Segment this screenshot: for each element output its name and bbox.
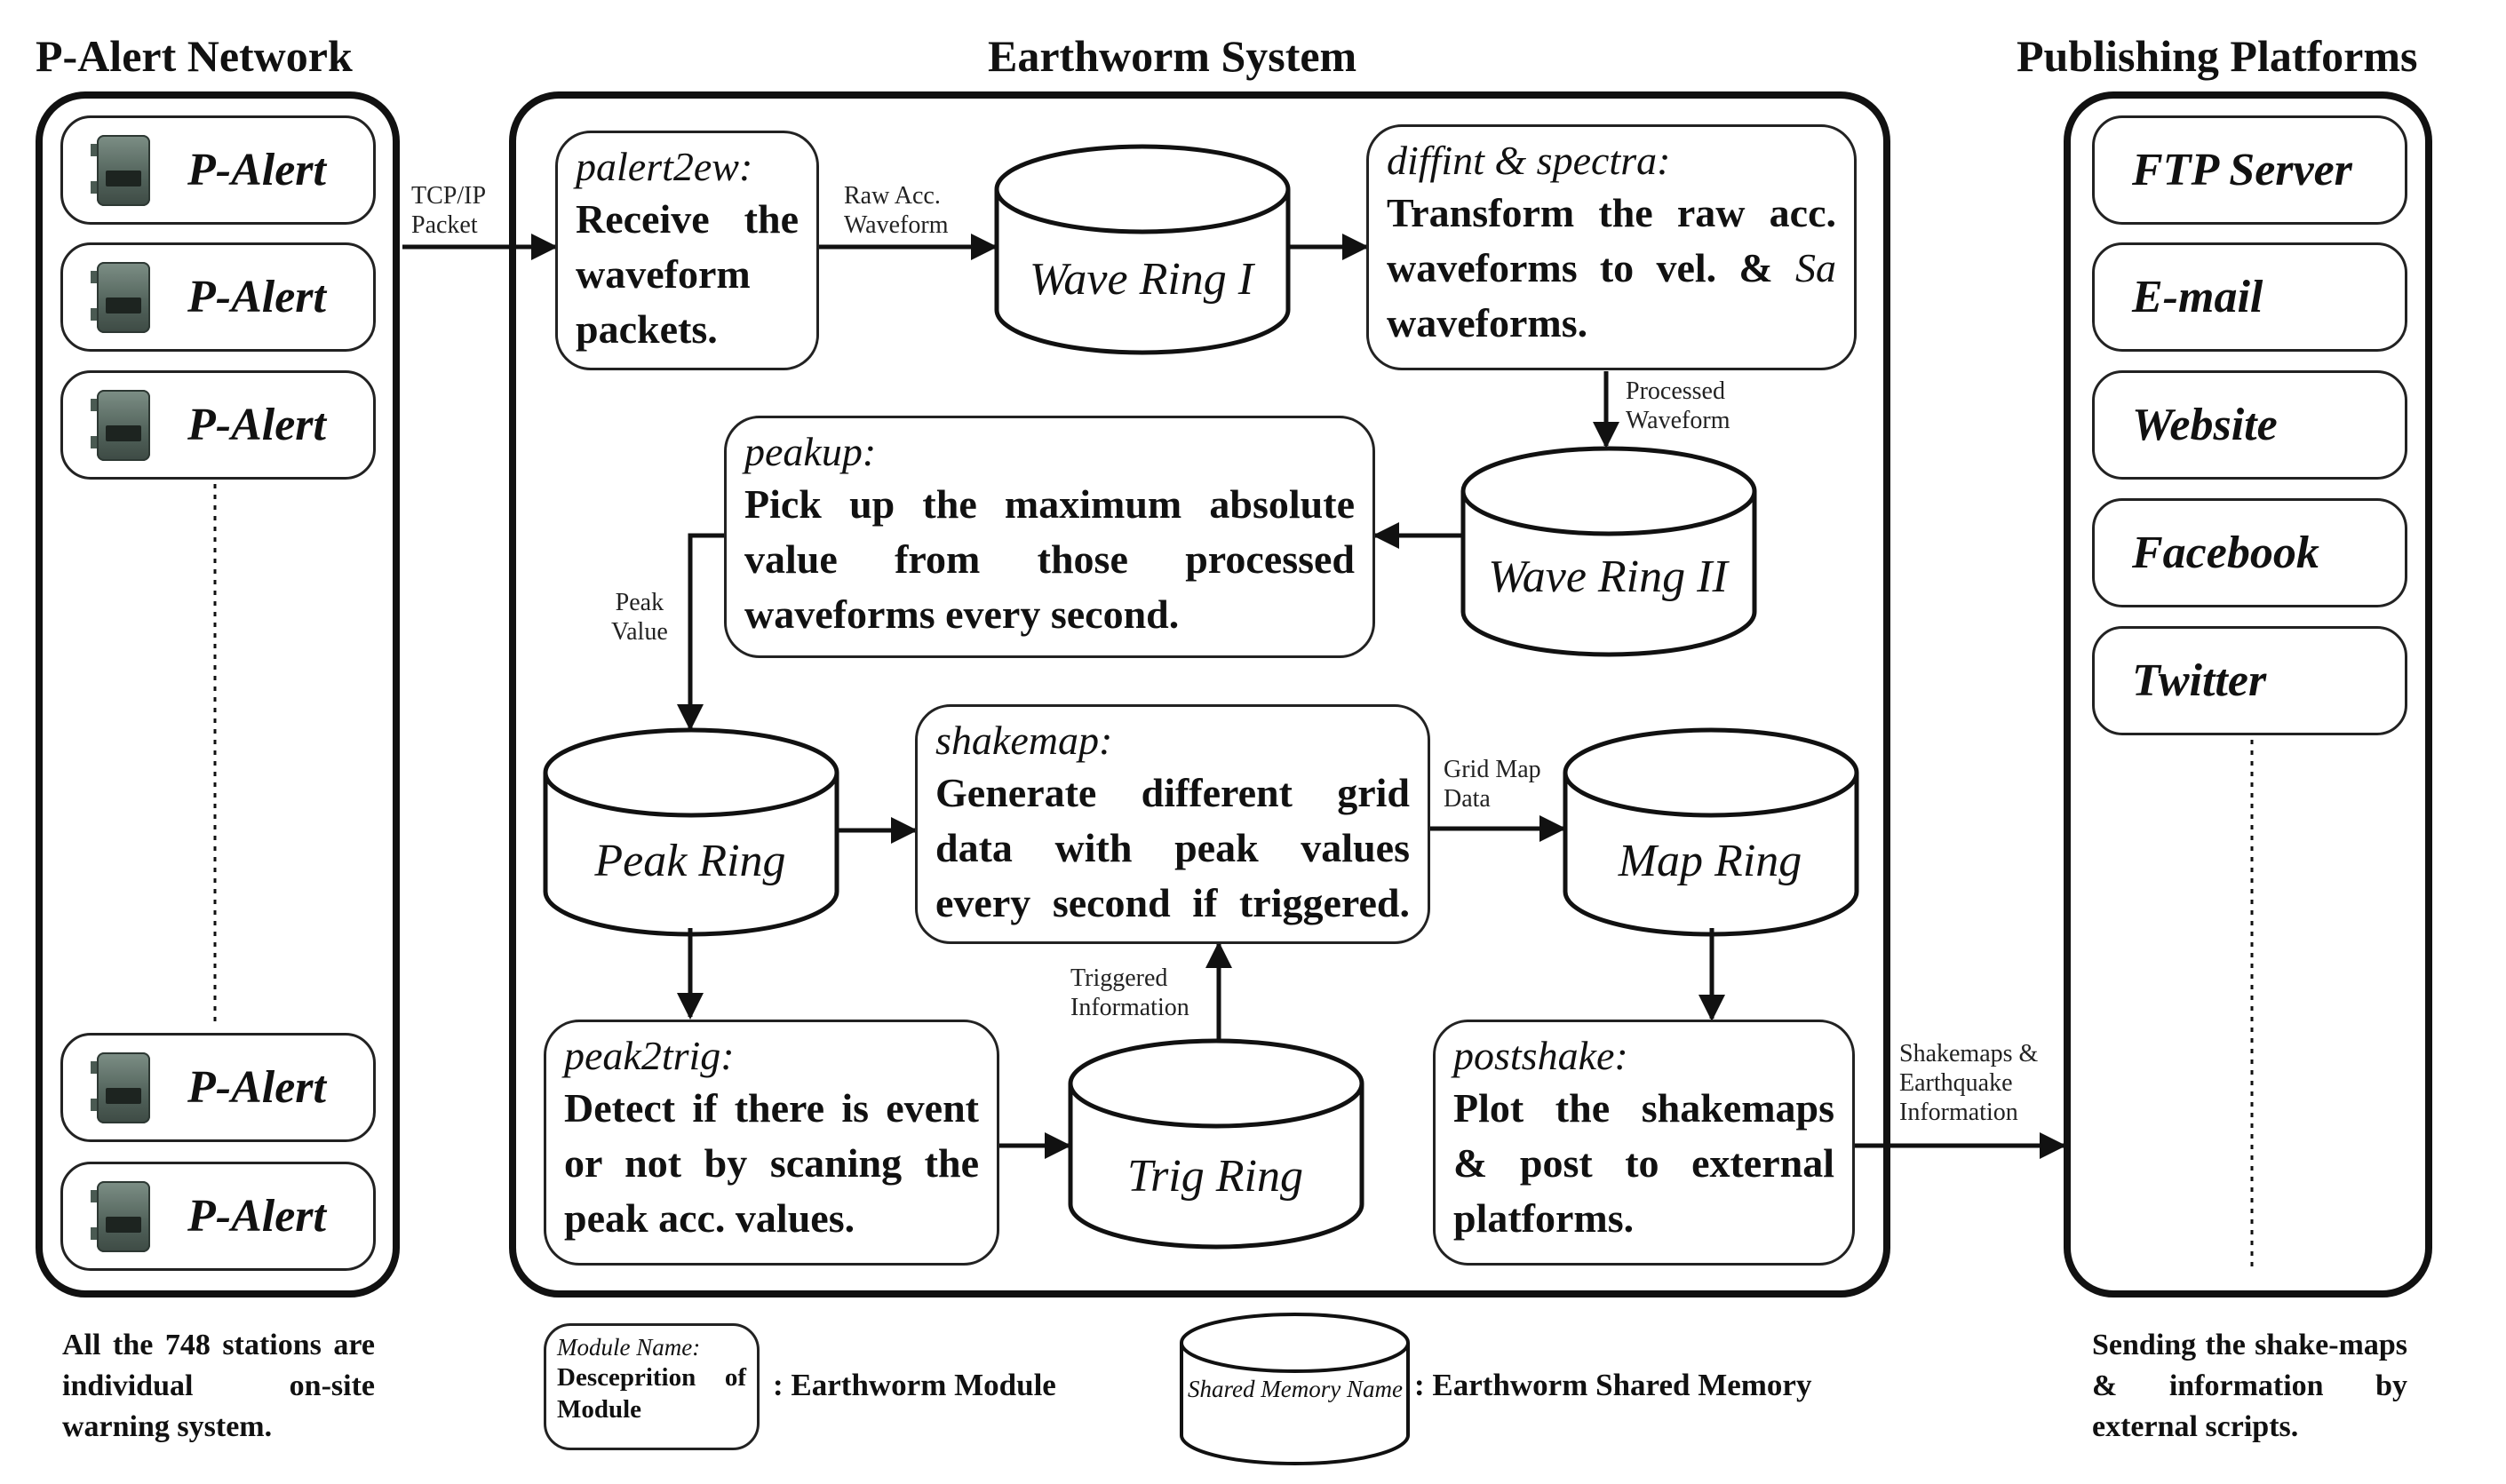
module-description: Detect if there is event or not by scani… bbox=[564, 1085, 979, 1241]
module-peak2trig: peak2trig: Detect if there is event or n… bbox=[544, 1020, 999, 1266]
palert-device-icon bbox=[91, 261, 150, 333]
module-name: shakemap: bbox=[935, 718, 1113, 763]
platform-twitter: Twitter bbox=[2092, 626, 2407, 735]
module-diffint-spectra: diffint & spectra: Transform the raw acc… bbox=[1366, 124, 1857, 370]
palert-device-icon bbox=[91, 389, 150, 461]
legend-memory-label: : Earthworm Shared Memory bbox=[1414, 1368, 1812, 1402]
module-description: Pick up the maximum absolute value from … bbox=[744, 481, 1355, 637]
legend-module-name: Module Name: bbox=[557, 1334, 701, 1361]
module-name: postshake: bbox=[1453, 1033, 1628, 1078]
wave-ring-2-label: Wave Ring II bbox=[1488, 552, 1728, 602]
module-description: Plot the shakemaps & post to external pl… bbox=[1453, 1085, 1834, 1241]
cylinder-top bbox=[1563, 727, 1859, 818]
station-label: P-Alert bbox=[187, 400, 326, 450]
platform-ftp-server: FTP Server bbox=[2092, 115, 2407, 225]
trig-ring-label: Trig Ring bbox=[1127, 1151, 1303, 1202]
module-postshake: postshake: Plot the shakemaps & post to … bbox=[1433, 1020, 1855, 1266]
cylinder-body bbox=[994, 189, 1291, 355]
module-name: diffint & spectra: bbox=[1387, 138, 1671, 183]
module-description: Receive the waveform packets. bbox=[576, 196, 799, 352]
cylinder-body bbox=[1460, 491, 1757, 657]
legend-memory-cylinder bbox=[1180, 1313, 1410, 1465]
module-peakup: peakup: Pick up the maximum absolute val… bbox=[724, 416, 1375, 658]
cylinder-top bbox=[1460, 446, 1757, 536]
platform-facebook: Facebook bbox=[2092, 498, 2407, 607]
cylinder-body bbox=[1068, 1083, 1364, 1250]
module-description: Generate different grid data with peak v… bbox=[935, 770, 1410, 925]
module-shakemap: shakemap: Generate different grid data w… bbox=[915, 704, 1430, 944]
platform-website: Website bbox=[2092, 370, 2407, 480]
station-item: P-Alert bbox=[60, 1162, 376, 1271]
edge-label-rawacc: Raw Acc.Waveform bbox=[844, 182, 949, 239]
station-item: P-Alert bbox=[60, 370, 376, 480]
station-label: P-Alert bbox=[187, 1062, 326, 1113]
note-stations: All the 748 stations are individual on-s… bbox=[62, 1329, 375, 1443]
cylinder-top bbox=[1068, 1038, 1364, 1129]
wave-ring-2-cylinder bbox=[1460, 446, 1757, 657]
module-description: Transform the raw acc. waveforms to vel.… bbox=[1387, 190, 1836, 345]
legend-memory-name: Shared Memory Name bbox=[1188, 1376, 1403, 1402]
cylinder-top bbox=[1180, 1313, 1410, 1373]
trig-ring-cylinder bbox=[1068, 1038, 1364, 1250]
station-label: P-Alert bbox=[187, 272, 326, 322]
note-publishing: Sending the shake-maps & information by … bbox=[2092, 1329, 2407, 1443]
module-name: peakup: bbox=[744, 429, 877, 474]
palert-device-icon bbox=[91, 1180, 150, 1252]
legend-module-label: : Earthworm Module bbox=[773, 1368, 1056, 1402]
cylinder-top bbox=[994, 144, 1291, 234]
palert-network-panel bbox=[36, 91, 400, 1298]
module-palert2ew: palert2ew: Receive the waveform packets. bbox=[555, 131, 819, 370]
station-label: P-Alert bbox=[187, 1191, 326, 1242]
peak-ring-label: Peak Ring bbox=[594, 836, 786, 886]
legend-module-desc: Desceprition of Module bbox=[557, 1363, 746, 1424]
map-ring-cylinder bbox=[1563, 727, 1859, 937]
wave-ring-1-label: Wave Ring I bbox=[1029, 254, 1254, 305]
station-item: P-Alert bbox=[60, 115, 376, 225]
cylinder-body bbox=[1180, 1343, 1410, 1465]
wave-ring-1-cylinder bbox=[994, 144, 1291, 355]
module-name: palert2ew: bbox=[576, 144, 753, 189]
publishing-platforms-panel bbox=[2064, 91, 2432, 1298]
earthworm-system-panel bbox=[509, 91, 1890, 1298]
station-label: P-Alert bbox=[187, 145, 326, 195]
title-earthworm-system: Earthworm System bbox=[988, 31, 1357, 81]
title-publishing-platforms: Publishing Platforms bbox=[2017, 31, 2418, 81]
platform-email: E-mail bbox=[2092, 242, 2407, 352]
palert-device-icon bbox=[91, 1051, 150, 1123]
station-item: P-Alert bbox=[60, 242, 376, 352]
legend-module-box: Module Name: Desceprition of Module bbox=[544, 1323, 760, 1450]
title-palert-network: P-Alert Network bbox=[36, 31, 353, 81]
map-ring-label: Map Ring bbox=[1618, 836, 1802, 886]
station-item: P-Alert bbox=[60, 1033, 376, 1142]
arrow-peakvalue bbox=[677, 533, 724, 731]
palert-device-icon bbox=[91, 134, 150, 206]
module-name: peak2trig: bbox=[564, 1033, 735, 1078]
